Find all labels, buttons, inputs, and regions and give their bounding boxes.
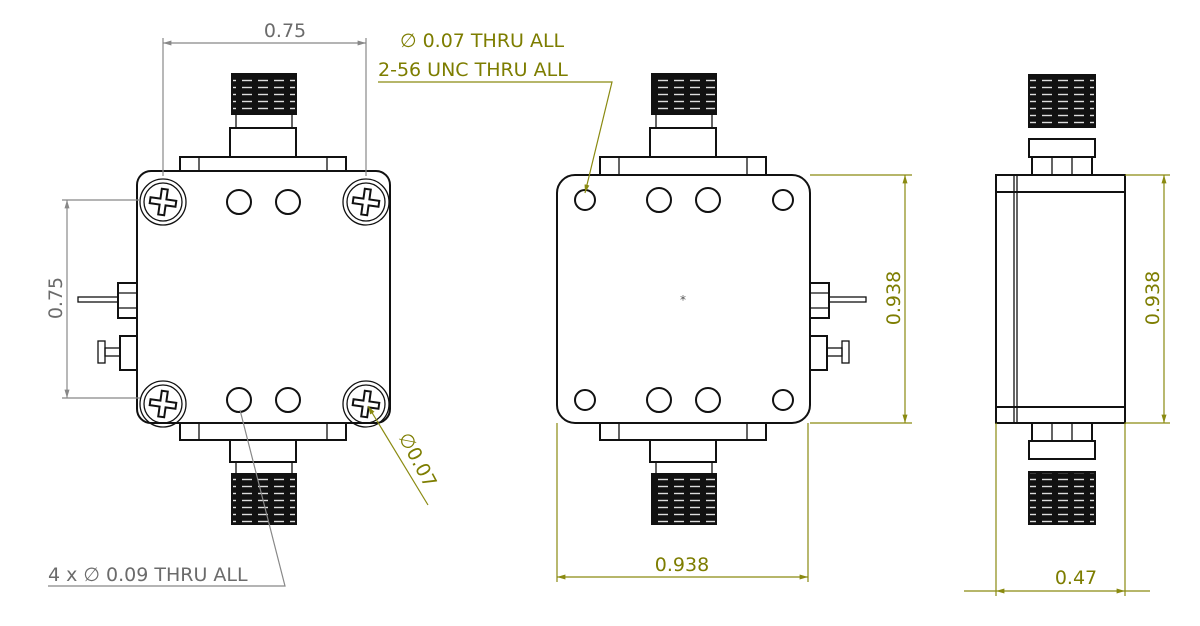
screw-hole-callout: ∅0.07	[367, 405, 441, 506]
depth-dim-label: 0.47	[1055, 567, 1097, 589]
width-dim-label: 0.75	[264, 20, 306, 42]
bottom-connector	[1028, 422, 1096, 525]
top-connector	[1028, 74, 1096, 176]
housing-body	[995, 174, 1126, 424]
depth-dimension: 0.47	[964, 423, 1150, 596]
height-dimension: 0.938	[810, 174, 912, 424]
bias-pins	[809, 282, 867, 371]
width-dimension: 0.938	[556, 423, 809, 582]
screw-icon	[342, 178, 390, 226]
mount-hole-note: 4 x ∅ 0.09 THRU ALL	[48, 564, 248, 586]
screw-icon	[139, 380, 187, 428]
bottom-connector	[599, 422, 767, 525]
screws	[139, 178, 390, 428]
height-dim-label: 0.938	[1142, 271, 1164, 325]
svg-text:*: *	[680, 293, 686, 307]
bottom-connector	[179, 422, 347, 525]
height-dimension: 0.75	[45, 199, 140, 399]
back-view: * ∅ 0.07 THRU ALL 2-56 UNC THRU ALL 0.93…	[378, 30, 912, 582]
screw-icon	[342, 380, 390, 428]
screw-icon	[139, 178, 187, 226]
top-connector	[179, 73, 347, 172]
height-dim-label: 0.938	[883, 271, 905, 325]
height-dimension: 0.938	[1125, 174, 1170, 424]
bias-pins	[77, 282, 138, 371]
mount-holes	[226, 189, 301, 413]
front-view: 0.75 0.75 4 x ∅ 0.09 THRU ALL ∅0.07	[45, 20, 441, 587]
hole-callout: ∅ 0.07 THRU ALL 2-56 UNC THRU ALL	[378, 30, 613, 194]
side-view: 0.938 0.47	[964, 74, 1170, 596]
width-dimension: 0.75	[162, 20, 367, 176]
hole-note-line1: ∅ 0.07 THRU ALL	[400, 30, 565, 52]
width-dim-label: 0.938	[655, 554, 709, 576]
mount-hole-callout: 4 x ∅ 0.09 THRU ALL	[48, 409, 286, 587]
hole-note-line2: 2-56 UNC THRU ALL	[378, 59, 568, 81]
height-dim-label: 0.75	[45, 277, 67, 319]
holes	[574, 187, 794, 413]
top-connector	[599, 73, 767, 176]
